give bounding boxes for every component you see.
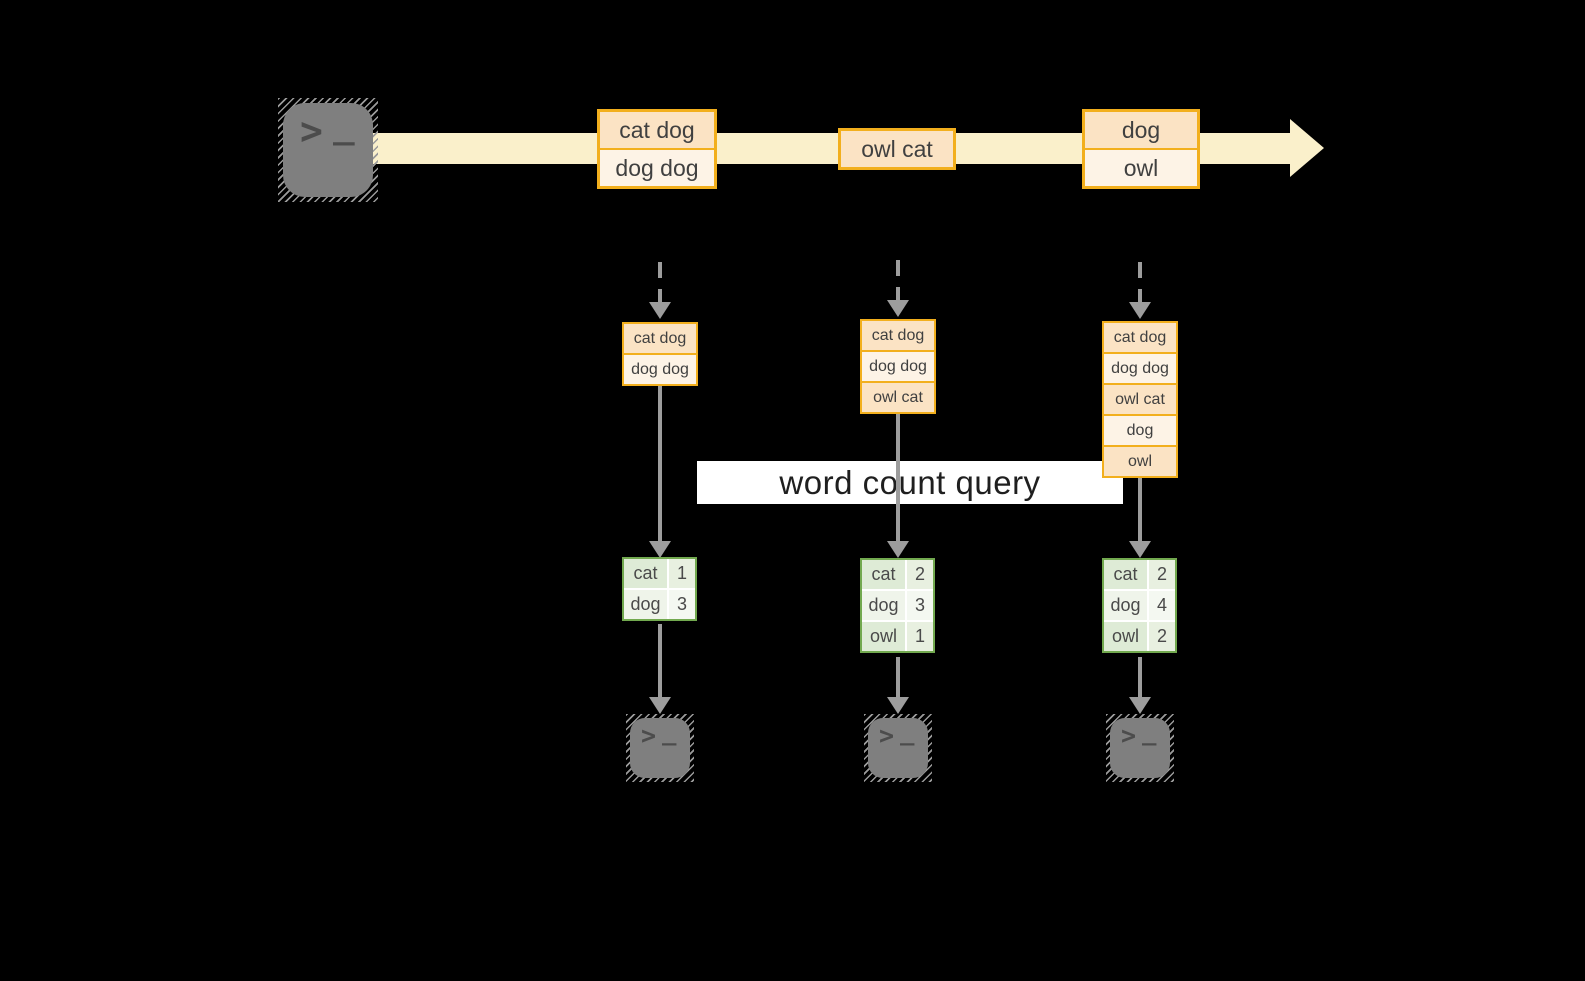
word-cell: owl — [1104, 622, 1147, 651]
word-count-table-3: cat 2 dog 4 owl 2 — [1102, 558, 1177, 653]
table-row: cat 2 — [862, 560, 933, 589]
query-arrow-line — [1138, 474, 1142, 542]
dashed-arrow-line — [658, 262, 662, 302]
terminal-body: > _ — [283, 103, 373, 197]
terminal-body: > _ — [630, 718, 690, 778]
cursor-underscore-icon: _ — [900, 718, 915, 746]
snapshot-record: owl cat — [1104, 383, 1176, 414]
stream-event-batch-2: owl cat — [838, 128, 956, 170]
sink-arrow-line — [1138, 657, 1142, 698]
dashed-arrowhead-icon — [887, 300, 909, 317]
terminal-icon: > _ — [864, 714, 932, 782]
count-cell: 2 — [1149, 560, 1175, 589]
sink-arrow-line — [896, 657, 900, 698]
count-cell: 4 — [1149, 591, 1175, 620]
word-cell: owl — [862, 622, 905, 651]
cursor-underscore-icon: _ — [662, 718, 677, 746]
dashed-arrowhead-icon — [1129, 302, 1151, 319]
prompt-chevron-icon: > — [879, 721, 895, 750]
table-row: owl 1 — [862, 622, 933, 651]
sink-arrowhead-icon — [887, 697, 909, 714]
count-cell: 2 — [1149, 622, 1175, 651]
table-row: cat 2 — [1104, 560, 1175, 589]
terminal-icon: > _ — [1106, 714, 1174, 782]
dashed-arrow-line — [1138, 262, 1142, 302]
query-arrow-line — [896, 412, 900, 542]
snapshot-record: cat dog — [862, 321, 934, 350]
terminal-body: > _ — [868, 718, 928, 778]
word-cell: dog — [862, 591, 905, 620]
table-row: dog 3 — [862, 591, 933, 620]
event-record: cat dog — [600, 112, 714, 148]
snapshot-record: dog dog — [862, 350, 934, 381]
event-record: owl — [1085, 148, 1197, 186]
word-cell: cat — [1104, 560, 1147, 589]
count-cell: 1 — [907, 622, 933, 651]
prompt-chevron-icon: > — [1121, 721, 1137, 750]
word-count-table-1: cat 1 dog 3 — [622, 557, 697, 621]
event-record: dog — [1085, 112, 1197, 148]
stream-snapshot-1: cat dog dog dog — [622, 322, 698, 386]
stream-arrowhead-icon — [1290, 119, 1324, 177]
event-record: owl cat — [841, 131, 953, 167]
sink-arrowhead-icon — [649, 697, 671, 714]
word-cell: cat — [862, 560, 905, 589]
snapshot-record: dog dog — [624, 353, 696, 384]
prompt-chevron-icon: > — [300, 109, 323, 153]
cursor-underscore-icon: _ — [333, 105, 355, 146]
event-record: dog dog — [600, 148, 714, 186]
count-cell: 3 — [907, 591, 933, 620]
stream-snapshot-2: cat dog dog dog owl cat — [860, 319, 936, 414]
dashed-arrow-line — [896, 260, 900, 300]
word-count-table-2: cat 2 dog 3 owl 1 — [860, 558, 935, 653]
snapshot-record: dog — [1104, 414, 1176, 445]
query-arrow-line — [658, 384, 662, 542]
terminal-icon: > _ — [278, 98, 378, 202]
stream-event-batch-3: dog owl — [1082, 109, 1200, 189]
word-cell: dog — [1104, 591, 1147, 620]
count-cell: 3 — [669, 590, 695, 619]
count-cell: 2 — [907, 560, 933, 589]
stream-snapshot-3: cat dog dog dog owl cat dog owl — [1102, 321, 1178, 478]
word-cell: dog — [624, 590, 667, 619]
snapshot-record: cat dog — [624, 324, 696, 353]
terminal-body: > _ — [1110, 718, 1170, 778]
sink-arrowhead-icon — [1129, 697, 1151, 714]
snapshot-record: owl cat — [862, 381, 934, 412]
word-cell: cat — [624, 559, 667, 588]
prompt-chevron-icon: > — [641, 721, 657, 750]
table-row: cat 1 — [624, 559, 695, 588]
sink-arrow-line — [658, 624, 662, 698]
terminal-icon: > _ — [626, 714, 694, 782]
query-label: word count query — [697, 461, 1123, 504]
query-arrowhead-icon — [649, 541, 671, 558]
dashed-arrowhead-icon — [649, 302, 671, 319]
table-row: dog 4 — [1104, 591, 1175, 620]
snapshot-record: dog dog — [1104, 352, 1176, 383]
query-arrowhead-icon — [887, 541, 909, 558]
table-row: dog 3 — [624, 590, 695, 619]
snapshot-record: cat dog — [1104, 323, 1176, 352]
snapshot-record: owl — [1104, 445, 1176, 476]
table-row: owl 2 — [1104, 622, 1175, 651]
count-cell: 1 — [669, 559, 695, 588]
stream-event-batch-1: cat dog dog dog — [597, 109, 717, 189]
cursor-underscore-icon: _ — [1142, 718, 1157, 746]
query-arrowhead-icon — [1129, 541, 1151, 558]
